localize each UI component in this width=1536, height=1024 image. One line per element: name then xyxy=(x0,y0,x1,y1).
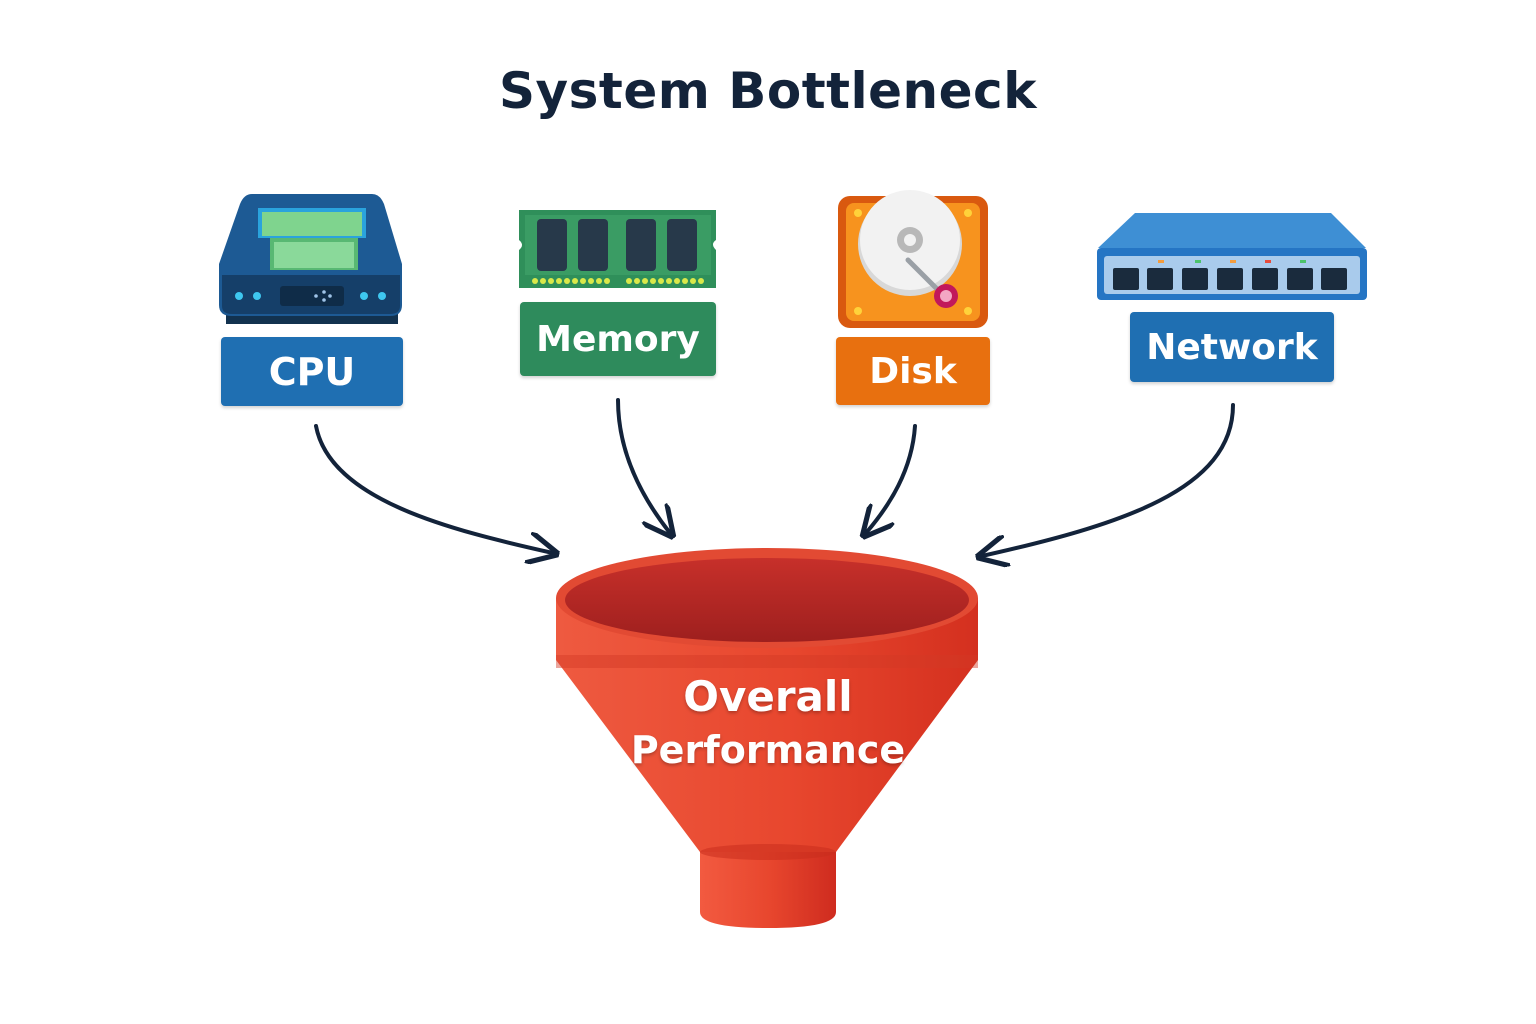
arrow-connectors xyxy=(314,398,1235,556)
memory-module-icon xyxy=(519,210,716,288)
diagram-title: System Bottleneck xyxy=(499,62,1037,120)
funnel-icon xyxy=(556,548,978,928)
network-switch-icon xyxy=(1097,213,1367,300)
network-label: Network xyxy=(1130,312,1334,382)
cpu-icon xyxy=(219,194,402,324)
arrow-network-to-funnel xyxy=(982,403,1235,556)
cpu-label: CPU xyxy=(221,337,403,406)
arrow-cpu-to-funnel xyxy=(314,424,553,553)
funnel-label-line1: Overall xyxy=(683,672,853,721)
funnel-label-line2: Performance xyxy=(630,728,906,772)
hard-disk-icon xyxy=(838,190,988,328)
disk-label: Disk xyxy=(836,337,990,405)
arrow-disk-to-funnel xyxy=(866,424,917,533)
arrow-memory-to-funnel xyxy=(616,398,670,533)
memory-label: Memory xyxy=(520,302,716,376)
